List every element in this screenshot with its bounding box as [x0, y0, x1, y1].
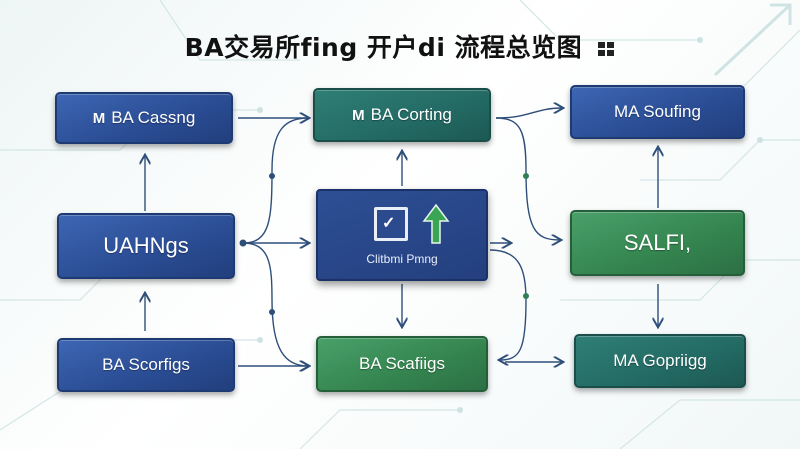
node-label: BA Scorfigs — [102, 355, 190, 374]
title-text: BA交易所fing 开户di 流程总览图 — [184, 33, 583, 62]
node-uahngs[interactable]: UAHNgs — [57, 213, 235, 279]
node-label: BA Cassng — [111, 108, 196, 127]
node-center[interactable]: ✓ Clitbmi Pmng — [316, 189, 488, 281]
grid-icon — [598, 42, 615, 56]
node-ba-cassng[interactable]: M BA Cassng — [55, 92, 233, 144]
m-logo-icon: M — [92, 109, 106, 127]
node-salfi[interactable]: SALFI, — [570, 210, 745, 276]
node-label: MA Soufing — [614, 102, 701, 121]
document-check-icon: ✓ — [374, 207, 408, 241]
node-label: MA Gopriigg — [613, 351, 707, 370]
node-ba-corting[interactable]: M BA Corting — [313, 88, 491, 142]
node-label: SALFI, — [623, 230, 692, 255]
page-title: BA交易所fing 开户di 流程总览图 — [0, 28, 800, 64]
node-ma-soufing[interactable]: MA Soufing — [570, 85, 745, 139]
node-label: BA Corting — [370, 105, 452, 124]
node-label: Clitbmi Pmng — [366, 252, 438, 266]
arrow-up-icon — [422, 203, 450, 244]
node-ma-gopriigg[interactable]: MA Gopriigg — [574, 334, 746, 388]
node-label: UAHNgs — [103, 233, 189, 258]
node-ba-scorfigs[interactable]: BA Scorfigs — [57, 338, 235, 392]
node-ba-scafiigs[interactable]: BA Scafiigs — [316, 336, 488, 392]
m-logo-icon: M — [352, 106, 365, 124]
node-label: BA Scafiigs — [359, 354, 445, 373]
